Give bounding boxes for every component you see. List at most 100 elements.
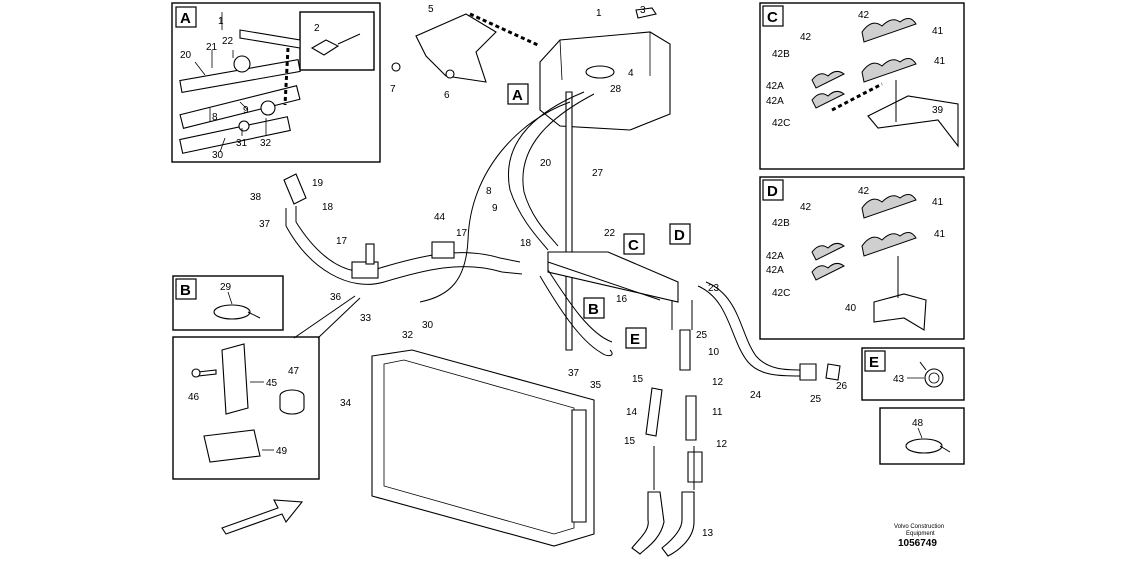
label: 8 <box>486 186 492 197</box>
label: 17 <box>336 236 348 247</box>
label: 16 <box>616 294 628 305</box>
label: 32 <box>260 138 272 149</box>
label: 6 <box>444 90 450 101</box>
label: 42B <box>772 49 790 60</box>
label: 45 <box>266 378 278 389</box>
callout-c: C <box>628 237 639 254</box>
callouts: A C B E D <box>507 83 691 349</box>
label: 11 <box>712 407 723 418</box>
label: 20 <box>180 50 192 61</box>
label: 24 <box>750 390 762 401</box>
panel-b: B 29 <box>172 275 284 331</box>
label: 14 <box>626 407 638 418</box>
label: 42A <box>766 265 784 276</box>
panel-d: D 42 41 42 42B 41 42A 42A 42C 40 <box>759 176 965 340</box>
label: 17 <box>456 228 468 239</box>
panel-48: 48 <box>879 407 965 465</box>
label: 44 <box>434 212 446 223</box>
label: 36 <box>330 292 342 303</box>
label: 10 <box>708 347 720 358</box>
label: 32 <box>402 330 414 341</box>
label: 12 <box>716 439 728 450</box>
label: 42C <box>772 288 790 299</box>
callout-b: B <box>588 301 599 318</box>
label: 42A <box>766 251 784 262</box>
panel-e: E 43 <box>861 347 965 401</box>
label: 30 <box>422 320 434 331</box>
label: 5 <box>428 4 434 15</box>
label: 25 <box>696 330 708 341</box>
label: 27 <box>592 168 604 179</box>
panel-detail: 46 45 47 49 <box>172 295 361 480</box>
label: 7 <box>390 84 396 95</box>
label: 49 <box>276 446 288 457</box>
label: 15 <box>624 436 636 447</box>
label: 18 <box>322 202 334 213</box>
label: 33 <box>360 313 372 324</box>
footer-number: 1056749 <box>898 538 937 549</box>
label: 41 <box>934 56 946 67</box>
main-labels: 5 1 3 4 28 7 6 20 27 8 9 38 19 18 37 17 … <box>250 4 848 539</box>
label: 41 <box>932 197 944 208</box>
label: 23 <box>708 283 720 294</box>
label: 12 <box>712 377 724 388</box>
panel-e-tag: E <box>869 354 879 371</box>
label: 8 <box>212 112 218 123</box>
label: 42A <box>766 96 784 107</box>
label: 2 <box>314 23 320 34</box>
footer-identifier: Volvo Construction Equipment 1056749 <box>894 524 944 549</box>
label: 22 <box>222 36 234 47</box>
label: 37 <box>568 368 580 379</box>
label: 20 <box>540 158 552 169</box>
label: 26 <box>836 381 848 392</box>
panel-a-tag: A <box>180 10 191 27</box>
panel-c: C 42 41 42 42B 41 42A 42A 39 42C <box>759 2 965 170</box>
label: 34 <box>340 398 352 409</box>
label: 29 <box>220 282 232 293</box>
label: 41 <box>934 229 946 240</box>
label: 42C <box>772 118 790 129</box>
label: 46 <box>188 392 200 403</box>
label: 31 <box>236 138 248 149</box>
label: 47 <box>288 366 300 377</box>
callout-e: E <box>630 331 640 348</box>
panel-a: A 1 2 20 21 22 9 8 30 31 32 <box>171 2 381 163</box>
label: 35 <box>590 380 602 391</box>
label: 1 <box>218 16 224 27</box>
panel-c-tag: C <box>767 9 778 26</box>
label: 42B <box>772 218 790 229</box>
label: 18 <box>520 238 532 249</box>
label: 30 <box>212 150 224 161</box>
label: 4 <box>628 68 634 79</box>
label: 38 <box>250 192 262 203</box>
label: 48 <box>912 418 924 429</box>
callout-a: A <box>512 87 523 104</box>
label: 13 <box>702 528 714 539</box>
label: 40 <box>845 303 857 314</box>
label: 9 <box>243 105 249 116</box>
label: 42A <box>766 81 784 92</box>
main-assembly <box>221 7 841 557</box>
label: 9 <box>492 203 498 214</box>
label: 39 <box>932 105 944 116</box>
footer-line1: Volvo Construction <box>894 524 944 530</box>
panel-b-tag: B <box>180 282 191 299</box>
label: 21 <box>206 42 218 53</box>
panel-d-tag: D <box>767 183 778 200</box>
label: 22 <box>604 228 616 239</box>
label: 42 <box>858 186 870 197</box>
label: 41 <box>932 26 944 37</box>
label: 28 <box>610 84 622 95</box>
label: 25 <box>810 394 822 405</box>
label: 42 <box>858 10 870 21</box>
label: 42 <box>800 32 812 43</box>
label: 19 <box>312 178 324 189</box>
label: 37 <box>259 219 271 230</box>
label: 42 <box>800 202 812 213</box>
label: 15 <box>632 374 644 385</box>
callout-d: D <box>674 227 685 244</box>
label: 3 <box>640 5 646 16</box>
label: 1 <box>596 8 602 19</box>
footer-line2: Equipment <box>906 531 935 537</box>
